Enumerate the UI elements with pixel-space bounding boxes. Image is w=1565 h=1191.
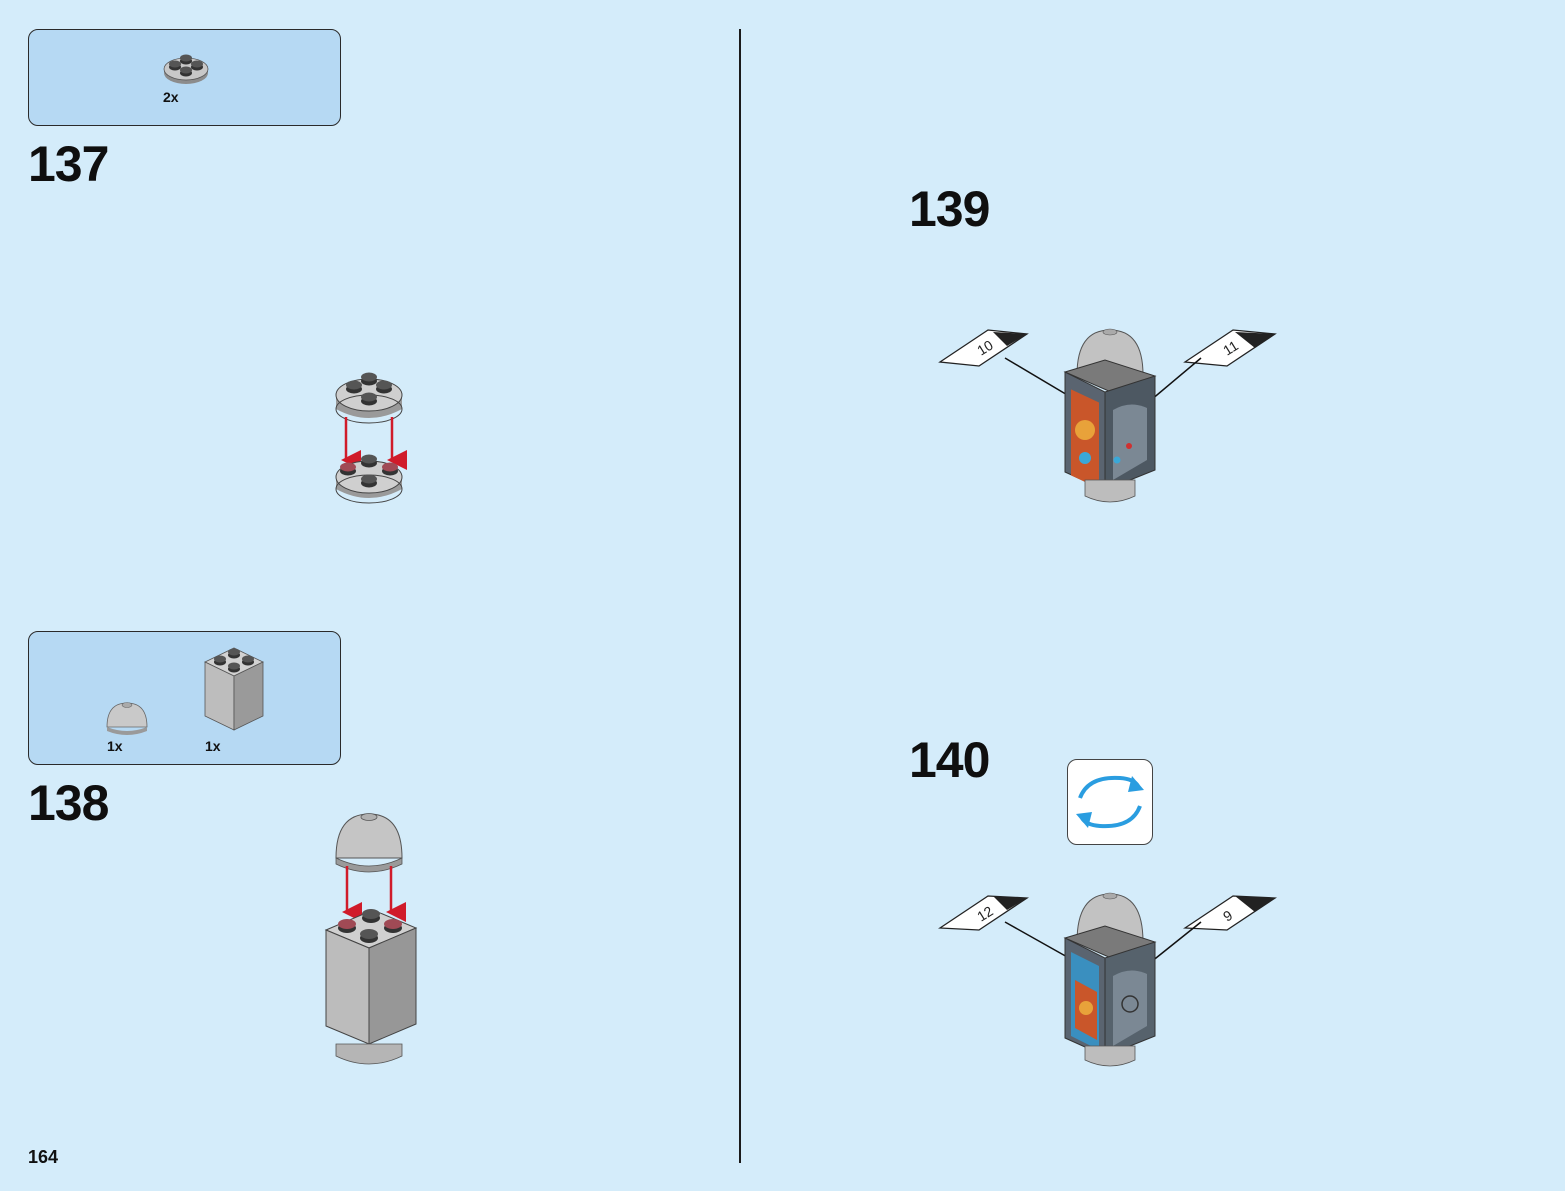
parts-box-137: 2x [28, 29, 341, 126]
step-number-140: 140 [909, 732, 990, 788]
sticker-label-left: 12 [974, 903, 996, 925]
page-number: 164 [28, 1147, 59, 1167]
step-139-illustration: 10 11 [938, 328, 1277, 503]
page-divider [739, 29, 741, 1163]
step-number-137: 137 [28, 136, 109, 192]
step-140-illustration: 12 9 [938, 892, 1278, 1067]
dome-brick-icon [106, 702, 148, 735]
step-number-138: 138 [28, 775, 109, 831]
sticker-label-left: 10 [974, 337, 996, 359]
rotate-model-callout [1067, 759, 1153, 845]
brick-2x2x3-icon [204, 647, 264, 731]
step-number-139: 139 [909, 181, 990, 237]
rotate-model-icon [1076, 775, 1144, 829]
step-138-illustration [324, 813, 418, 1065]
part-qty: 2x [163, 89, 179, 105]
round-plate-2x2-icon [163, 54, 209, 84]
part-qty: 1x [107, 738, 123, 754]
parts-box-138: 1x 1x [28, 631, 341, 765]
step-137-illustration [335, 372, 407, 504]
part-qty: 1x [205, 738, 221, 754]
